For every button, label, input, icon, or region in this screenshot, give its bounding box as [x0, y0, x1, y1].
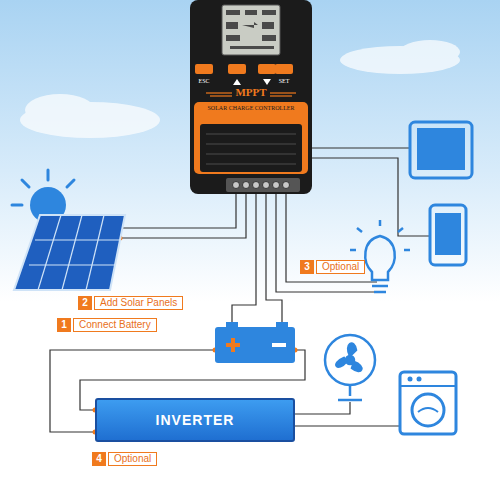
- button-label: SET: [266, 77, 302, 85]
- callout-number: 1: [57, 318, 71, 332]
- callout-text: Connect Battery: [73, 318, 157, 332]
- callout-number: 3: [300, 260, 314, 274]
- inverter-box: INVERTER: [95, 398, 295, 442]
- callout-text: Add Solar Panels: [94, 296, 183, 310]
- button-key: [195, 64, 213, 74]
- charge-controller: MPPT SOLAR CHARGE CONTROLLER ESC SET: [184, 0, 318, 194]
- inverter-label: INVERTER: [156, 412, 235, 428]
- callout-number: 4: [92, 452, 106, 466]
- button-label: ESC: [186, 77, 222, 85]
- button-key: [275, 64, 293, 74]
- brand-title: MPPT: [184, 86, 318, 98]
- solar-panel: [14, 215, 125, 290]
- tablet-icon: [410, 122, 472, 178]
- callout-number: 2: [78, 296, 92, 310]
- product-name: SOLAR CHARGE CONTROLLER: [184, 104, 318, 112]
- esc-button: ESC: [186, 64, 222, 90]
- set-button: SET: [266, 64, 302, 90]
- bulb-icon: [350, 220, 410, 292]
- phone-icon: [430, 205, 466, 265]
- callout-text: Optional: [316, 260, 365, 274]
- battery-icon: [215, 322, 295, 363]
- washing-machine-icon: [400, 372, 456, 434]
- callout-text: Optional: [108, 452, 157, 466]
- fan-icon: [325, 335, 375, 400]
